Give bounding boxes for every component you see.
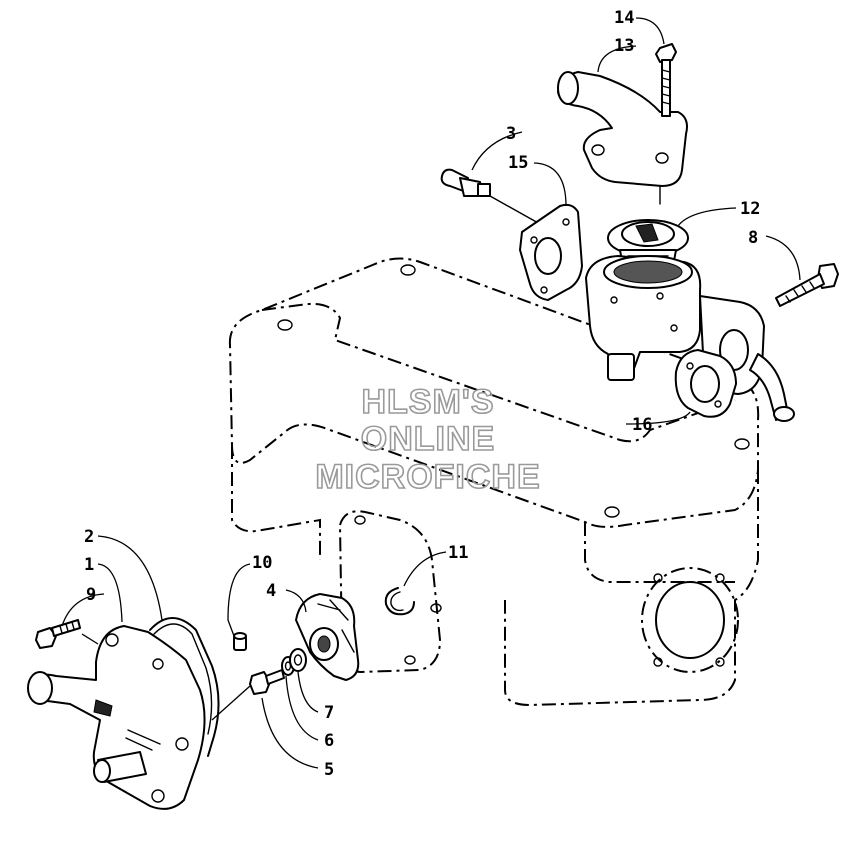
watermark-line-1: HLSM'S bbox=[361, 383, 494, 421]
callout-13: 13 bbox=[614, 36, 634, 56]
callout-8: 8 bbox=[748, 228, 758, 248]
thermostat-cover bbox=[557, 71, 688, 205]
callout-11: 11 bbox=[448, 543, 468, 563]
callout-1: 1 bbox=[84, 555, 94, 575]
callout-14: 14 bbox=[614, 8, 634, 28]
engine-block bbox=[228, 257, 760, 707]
dowel-pin-10 bbox=[233, 632, 247, 651]
callout-12: 12 bbox=[740, 199, 760, 219]
gasket-2 bbox=[149, 617, 220, 757]
watermark: HLSM'S ONLINE MICROFICHE bbox=[315, 382, 541, 497]
callout-16: 16 bbox=[632, 415, 652, 435]
watermark-line-2: ONLINE bbox=[361, 420, 495, 458]
gasket-15 bbox=[519, 203, 583, 301]
callout-15: 15 bbox=[508, 153, 528, 173]
washer-7 bbox=[289, 648, 307, 672]
callout-9: 9 bbox=[86, 585, 96, 605]
watermark-line-3: MICROFICHE bbox=[315, 458, 540, 496]
bolt-14 bbox=[655, 43, 677, 117]
callout-3: 3 bbox=[506, 124, 516, 144]
callout-7: 7 bbox=[324, 703, 334, 723]
callout-10: 10 bbox=[252, 553, 272, 573]
callout-5: 5 bbox=[324, 760, 334, 780]
callout-6: 6 bbox=[324, 731, 334, 751]
callout-2: 2 bbox=[84, 527, 94, 547]
bolt-9 bbox=[35, 619, 81, 649]
bolt-8 bbox=[775, 263, 839, 307]
impeller bbox=[295, 593, 360, 681]
temperature-sensor bbox=[440, 168, 541, 225]
leader-lines bbox=[61, 17, 801, 769]
water-pump-cover bbox=[27, 625, 206, 810]
callout-numbers: 14 13 3 15 12 8 16 2 1 9 10 4 11 7 6 5 bbox=[84, 8, 760, 780]
bolt-5 bbox=[249, 669, 285, 695]
gasket-16 bbox=[674, 349, 737, 418]
circlip bbox=[384, 587, 415, 616]
callout-4: 4 bbox=[266, 581, 276, 601]
